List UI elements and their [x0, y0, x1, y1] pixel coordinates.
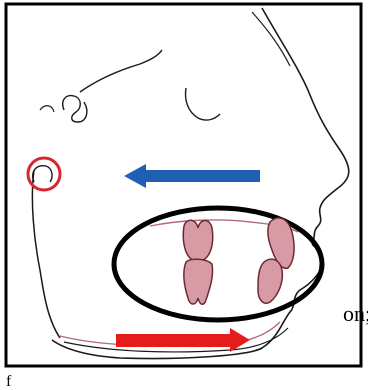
molar-icon [183, 220, 213, 304]
caption-fragment: on; [343, 303, 368, 325]
diagram-frame [6, 4, 361, 366]
